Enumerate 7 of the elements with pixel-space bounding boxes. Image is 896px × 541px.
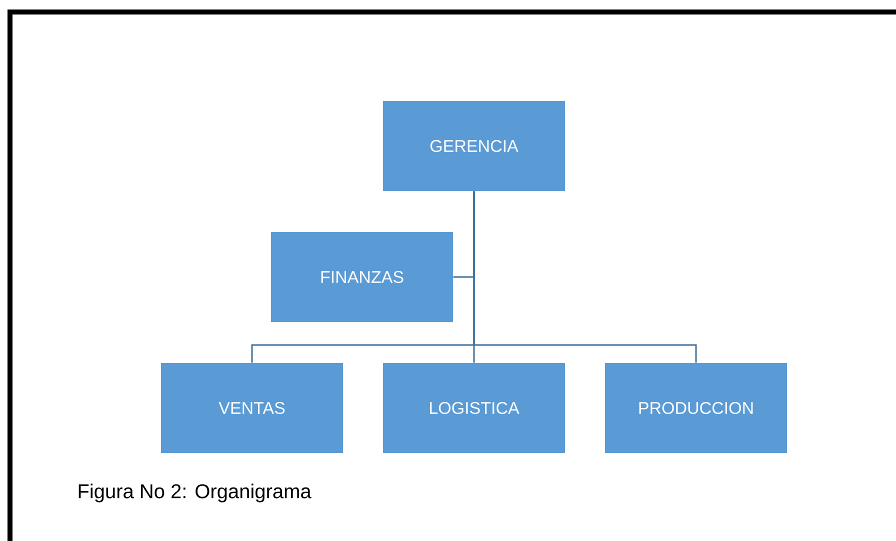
org-box: FINANZAS — [271, 232, 453, 322]
connector-line — [473, 191, 697, 363]
caption: Figura No 2: Organigrama — [78, 484, 312, 502]
org-box: GERENCIA — [383, 101, 565, 191]
org-box: PRODUCCION — [605, 363, 787, 453]
org-box: VENTAS — [161, 363, 343, 453]
org-box: LOGISTICA — [383, 363, 565, 453]
